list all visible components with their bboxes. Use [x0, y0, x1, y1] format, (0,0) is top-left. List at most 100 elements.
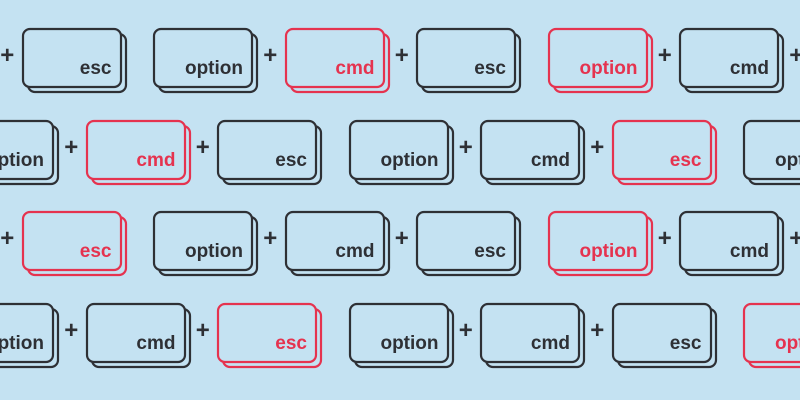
esc-key: esc [611, 119, 717, 186]
option-key: option [742, 119, 800, 186]
keycap-outline [348, 119, 454, 186]
plus-sign: + [0, 42, 15, 69]
keycap-outline [0, 302, 60, 369]
cmd-key: cmd [85, 119, 191, 186]
keycap-outline [216, 119, 323, 186]
keycap-outline [678, 210, 785, 277]
key-label: cmd [729, 58, 769, 79]
key-label: esc [669, 333, 702, 354]
keycap-outline [284, 27, 390, 94]
keycap-outline [0, 119, 60, 186]
key-label: esc [275, 333, 307, 354]
cmd-key: cmd [284, 210, 390, 277]
option-key: option [0, 119, 60, 186]
cmd-key: cmd [678, 27, 785, 94]
keycap-outline [216, 302, 323, 369]
key-label: option [380, 333, 439, 354]
keycap-outline [415, 27, 522, 94]
key-label: esc [79, 58, 112, 79]
keycap-outline [284, 210, 390, 277]
option-key: option [547, 210, 653, 277]
keycap-outline [85, 302, 191, 369]
key-label: cmd [335, 241, 375, 262]
cmd-key: cmd [678, 210, 785, 277]
plus-sign: + [263, 225, 278, 252]
key-label: option [184, 58, 243, 79]
keycap-outline [479, 119, 586, 186]
keycap-outline [21, 27, 127, 94]
cmd-key: cmd [479, 119, 586, 186]
keycap-outline [479, 302, 586, 369]
plus-sign: + [458, 317, 473, 344]
key-label: cmd [729, 241, 769, 262]
plus-sign: + [657, 42, 672, 69]
plus-sign: + [657, 225, 672, 252]
esc-key: esc [21, 210, 127, 277]
plus-sign: + [789, 225, 800, 252]
key-row-3: + esc option + cmd + esc option + cmd + [0, 210, 800, 281]
keycap-outline [547, 27, 653, 94]
keycap-outline [742, 119, 800, 186]
key-label: option [184, 241, 243, 262]
esc-key: esc [415, 210, 522, 277]
keycap-outline [348, 302, 454, 369]
plus-sign: + [195, 134, 210, 161]
plus-sign: + [590, 317, 605, 344]
plus-sign: + [263, 42, 278, 69]
key-label: esc [275, 150, 307, 171]
esc-key: esc [415, 27, 522, 94]
option-key: option [152, 210, 259, 277]
plus-sign: + [64, 134, 79, 161]
plus-sign: + [458, 134, 473, 161]
keycap-outline [678, 27, 785, 94]
option-key: option [742, 302, 800, 369]
esc-key: esc [611, 302, 717, 369]
key-label: esc [474, 241, 506, 262]
key-label: option [774, 150, 800, 171]
plus-sign: + [394, 42, 409, 69]
key-row-1: + esc option + cmd + esc option + cmd + [0, 27, 800, 98]
key-label: cmd [530, 150, 570, 171]
key-label: option [0, 333, 44, 354]
plus-sign: + [590, 134, 605, 161]
keycap-outline [611, 302, 717, 369]
key-label: cmd [136, 333, 176, 354]
keycap-outline [21, 210, 127, 277]
plus-sign: + [195, 317, 210, 344]
plus-sign: + [0, 225, 15, 252]
key-label: cmd [530, 333, 570, 354]
option-key: option [152, 27, 259, 94]
keycap-outline [742, 302, 800, 369]
keycap-outline [415, 210, 522, 277]
esc-key: esc [216, 119, 323, 186]
keycap-outline [85, 119, 191, 186]
cmd-key: cmd [284, 27, 390, 94]
plus-sign: + [64, 317, 79, 344]
keycap-outline [547, 210, 653, 277]
keycap-outline [611, 119, 717, 186]
key-row-2: option + cmd + esc option + cmd + esc option [0, 119, 800, 190]
keycap-outline [152, 27, 259, 94]
plus-sign: + [394, 225, 409, 252]
key-label: esc [474, 58, 506, 79]
plus-sign: + [789, 42, 800, 69]
option-key: option [348, 302, 454, 369]
key-label: option [579, 241, 638, 262]
esc-key: esc [21, 27, 127, 94]
key-label: esc [79, 241, 112, 262]
key-label: esc [669, 150, 702, 171]
key-label: option [774, 333, 800, 354]
keycap-outline [152, 210, 259, 277]
cmd-key: cmd [85, 302, 191, 369]
key-row-4: option + cmd + esc option + cmd + esc option [0, 302, 800, 373]
esc-key: esc [216, 302, 323, 369]
key-label: option [0, 150, 44, 171]
option-key: option [348, 119, 454, 186]
key-label: option [380, 150, 439, 171]
key-label: cmd [335, 58, 375, 79]
cmd-key: cmd [479, 302, 586, 369]
key-label: cmd [136, 150, 176, 171]
option-key: option [547, 27, 653, 94]
key-label: option [579, 58, 638, 79]
